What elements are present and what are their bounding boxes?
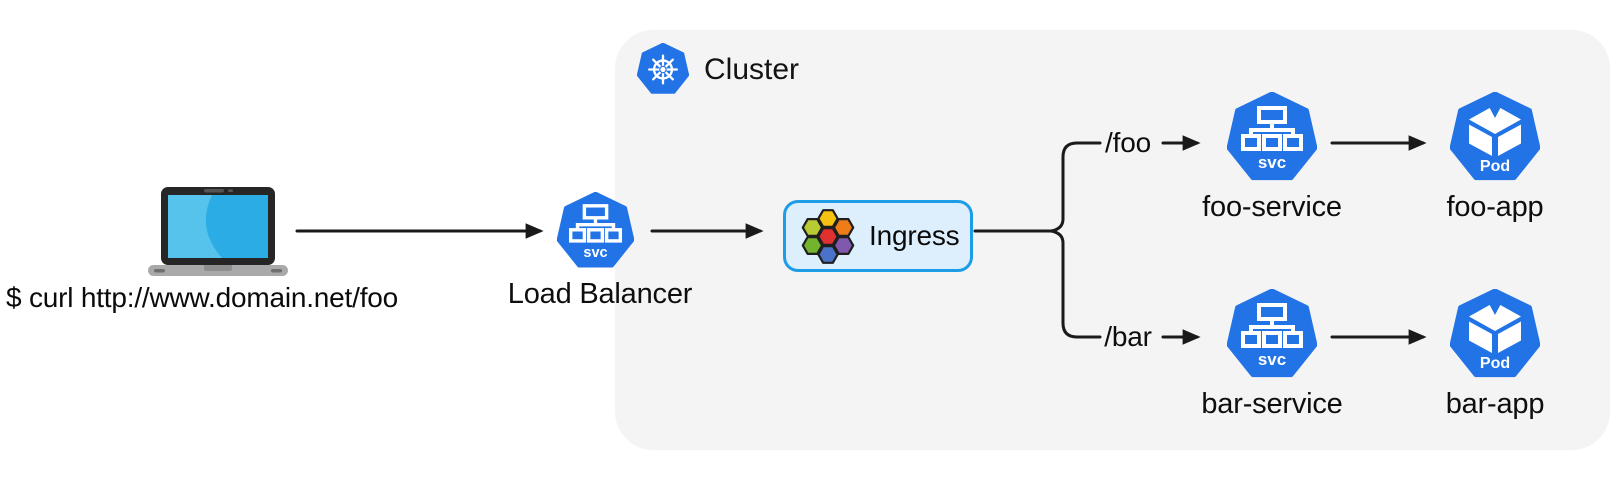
bar-app-pod-icon: Pod: [1450, 289, 1540, 378]
route-path-bar: /bar: [1104, 321, 1152, 352]
split-brace: [1050, 141, 1102, 339]
ingress-label: Ingress: [869, 220, 960, 251]
bar-app-label: bar-app: [1445, 388, 1545, 420]
svc-badge: svc: [1258, 153, 1286, 172]
pod-badge: Pod: [1480, 355, 1510, 372]
kubernetes-helm-icon: [637, 43, 689, 94]
svc-badge: svc: [1258, 350, 1286, 369]
cluster-label: Cluster: [704, 52, 800, 86]
pod-badge: Pod: [1480, 158, 1510, 175]
curl-command-text: $ curl http://www.domain.net/foo: [6, 282, 399, 313]
cluster-container: [615, 30, 1610, 450]
foo-app-pod-icon: Pod: [1450, 92, 1540, 181]
laptop-icon: [148, 187, 288, 276]
cluster-header: Cluster: [637, 43, 799, 96]
bar-service-svc-icon: svc: [1227, 289, 1317, 378]
load-balancer-svc-icon: svc: [557, 192, 634, 268]
route-path-foo: /foo: [1105, 127, 1151, 158]
load-balancer-label: Load Balancer: [507, 278, 693, 310]
foo-app-label: foo-app: [1446, 191, 1544, 223]
ingress-hexagons-icon: [801, 208, 855, 264]
svc-badge: svc: [583, 245, 607, 261]
ingress-box: Ingress: [783, 200, 973, 272]
bar-service-label: bar-service: [1201, 388, 1343, 420]
foo-service-label: foo-service: [1202, 191, 1342, 223]
foo-service-svc-icon: svc: [1227, 92, 1317, 181]
